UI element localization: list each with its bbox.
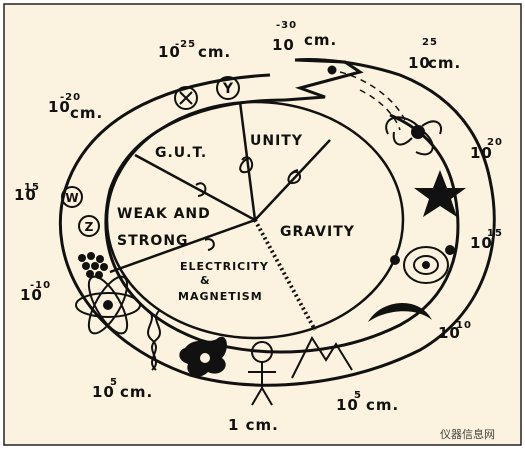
svg-text:Υ: Υ xyxy=(222,81,234,97)
svg-text:-30: -30 xyxy=(276,20,297,31)
atom-icon xyxy=(75,275,141,335)
scale-label-1cm: 1 cm. xyxy=(228,416,279,434)
nucleus-icon xyxy=(78,252,108,279)
upsilon-icon: Υ xyxy=(216,76,240,100)
sector-weak-label-line2: STRONG xyxy=(117,233,189,249)
svg-text:10: 10 xyxy=(92,383,115,401)
w-boson-icon: W xyxy=(61,186,83,208)
svg-text:10: 10 xyxy=(272,36,295,54)
scale-label-1e5: 10 5 cm. xyxy=(336,390,399,414)
scale-label-1e-30: 10 -30 cm. xyxy=(272,20,337,54)
sector-em-label-line1: ELECTRICITY xyxy=(180,260,269,273)
sector-weak-label-line1: WEAK AND xyxy=(117,206,211,222)
svg-text:-20: -20 xyxy=(60,92,81,103)
svg-text:cm.: cm. xyxy=(198,43,231,61)
mountain-icon xyxy=(291,335,353,379)
sector-em-label-line3: MAGNETISM xyxy=(178,290,263,303)
scale-label-1e-20: -20 10 cm. xyxy=(48,92,103,122)
scale-label-1e-15: 10 15 xyxy=(14,182,40,204)
svg-text:10: 10 xyxy=(438,324,461,342)
dna-icon xyxy=(147,309,161,371)
svg-text:10: 10 xyxy=(470,144,493,162)
human-figure-icon xyxy=(248,341,276,406)
svg-text:-25: -25 xyxy=(175,39,196,50)
svg-text:10: 10 xyxy=(470,234,493,252)
galaxy-icon xyxy=(385,116,442,156)
svg-text:1 cm.: 1 cm. xyxy=(228,416,279,434)
svg-text:5: 5 xyxy=(354,390,362,401)
svg-text:10: 10 xyxy=(336,396,359,414)
svg-text:20: 20 xyxy=(487,137,503,148)
moon-icon xyxy=(368,302,432,322)
svg-text:W: W xyxy=(65,191,78,205)
sector-em-label-line2: & xyxy=(200,274,211,287)
svg-text:15: 15 xyxy=(24,182,40,193)
svg-text:Z: Z xyxy=(85,220,94,234)
sector-gut-label: G.U.T. xyxy=(155,145,207,161)
svg-text:-10: -10 xyxy=(30,280,51,291)
sector-unity-label: UNITY xyxy=(250,133,303,149)
x-boson-icon xyxy=(174,86,198,110)
scale-label-1e25: 25 10 cm. xyxy=(408,37,461,72)
svg-text:cm.: cm. xyxy=(428,54,461,72)
svg-text:15: 15 xyxy=(487,228,503,239)
svg-text:10: 10 xyxy=(14,186,37,204)
scale-label-1e10: 10 10 xyxy=(438,320,472,342)
scale-label-1e-5: 10 5 cm. xyxy=(92,377,153,401)
solar-system-icon xyxy=(390,245,455,284)
watermark-text: 仪器信息网 xyxy=(440,427,495,441)
svg-text:10: 10 xyxy=(48,98,71,116)
svg-text:25: 25 xyxy=(422,37,438,48)
svg-text:5: 5 xyxy=(110,377,118,388)
scale-label-1e-10: 10 -10 xyxy=(20,280,51,304)
star-icon xyxy=(414,170,466,217)
scale-label-1e15: 10 15 xyxy=(470,228,503,252)
svg-text:10: 10 xyxy=(456,320,472,331)
forces-circle xyxy=(105,100,405,340)
amoeba-icon xyxy=(179,336,227,377)
z-boson-icon: Z xyxy=(78,215,100,237)
svg-text:cm.: cm. xyxy=(120,383,153,401)
svg-text:cm.: cm. xyxy=(304,31,337,49)
sector-gravity-label: GRAVITY xyxy=(280,224,355,240)
svg-text:cm.: cm. xyxy=(70,104,103,122)
svg-text:cm.: cm. xyxy=(366,396,399,414)
scale-label-1e-25: 10 -25 cm. xyxy=(158,39,231,61)
svg-text:10: 10 xyxy=(408,54,431,72)
svg-text:10: 10 xyxy=(20,286,43,304)
scale-label-1e20: 10 20 xyxy=(470,137,503,162)
svg-text:10: 10 xyxy=(158,43,181,61)
